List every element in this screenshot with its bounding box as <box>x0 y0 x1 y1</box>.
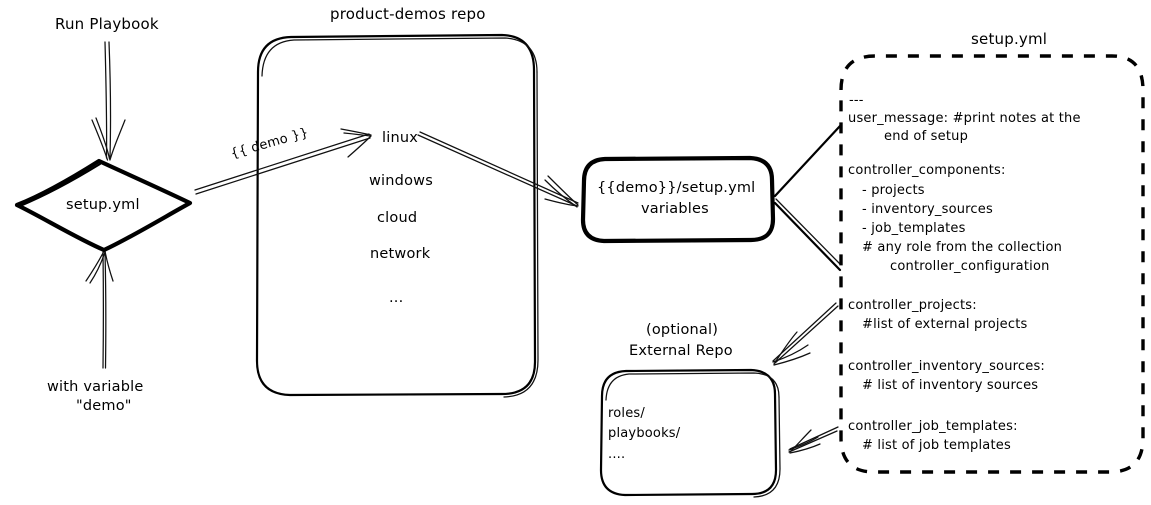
edge-linux-to-variables <box>417 131 579 208</box>
yml-line-1: user_message: #print notes at the <box>848 111 1081 126</box>
edge-setup-to-linux <box>194 128 372 195</box>
edge-controller-job-templates-to-external-repo <box>788 426 839 454</box>
edge-with-variable-to-setup <box>85 250 114 369</box>
yml-line-15: # list of inventory sources <box>862 378 1038 393</box>
repo-item-cloud[interactable]: cloud <box>377 210 417 226</box>
label-with-variable-line2: "demo" <box>76 398 132 414</box>
repo-item-windows[interactable]: windows <box>369 173 433 189</box>
yml-line-4: controller_components: <box>848 163 1006 178</box>
yml-line-2: end of setup <box>884 129 968 144</box>
node-setup-diamond[interactable] <box>14 158 193 253</box>
external-repo-item-ellipsis: .... <box>608 447 625 462</box>
yml-line-8: # any role from the collection <box>862 240 1062 255</box>
external-repo-title-line1: (optional) <box>646 322 718 338</box>
yml-line-0: --- <box>849 93 864 108</box>
yml-line-11: controller_projects: <box>848 298 977 313</box>
repo-item-network[interactable]: network <box>370 246 431 262</box>
edge-run-playbook-to-setup <box>91 41 126 161</box>
product-demos-repo-items: linux windows cloud network ... <box>369 130 433 306</box>
setup-diamond-label: setup.yml <box>66 197 140 213</box>
node-demo-variables-box[interactable] <box>580 155 776 244</box>
setup-yml-file-content: --- user_message: #print notes at the en… <box>848 93 1081 453</box>
node-setup-yml-file[interactable] <box>839 54 1145 474</box>
label-with-variable-line1: with variable <box>47 379 143 395</box>
yml-line-18: # list of job templates <box>862 438 1011 453</box>
product-demos-repo-title: product-demos repo <box>330 5 486 23</box>
yml-line-14: controller_inventory_sources: <box>848 359 1045 374</box>
yml-line-6: - inventory_sources <box>862 202 993 217</box>
yml-line-9: controller_configuration <box>890 259 1050 274</box>
label-run-playbook: Run Playbook <box>55 15 159 33</box>
repo-item-linux[interactable]: linux <box>382 130 418 146</box>
yml-line-12: #list of external projects <box>862 317 1028 332</box>
yml-line-17: controller_job_templates: <box>848 419 1018 434</box>
edge-controller-projects-to-external-repo <box>772 302 839 366</box>
edge-setupyml-to-variables <box>773 124 842 272</box>
yml-line-7: - job_templates <box>862 221 966 236</box>
setup-yml-file-title: setup.yml <box>971 30 1047 48</box>
external-repo-item-playbooks: playbooks/ <box>608 426 681 441</box>
demo-variables-line2: variables <box>641 201 709 217</box>
external-repo-title-line2: External Repo <box>629 343 733 359</box>
node-product-demos-repo[interactable] <box>255 33 539 398</box>
demo-variables-line1: {{demo}}/setup.yml <box>597 180 755 196</box>
repo-item-ellipsis: ... <box>389 290 403 306</box>
yml-line-5: - projects <box>862 183 925 198</box>
node-external-repo[interactable] <box>599 368 781 498</box>
external-repo-item-roles: roles/ <box>608 406 645 421</box>
external-repo-items: roles/ playbooks/ .... <box>608 406 681 462</box>
